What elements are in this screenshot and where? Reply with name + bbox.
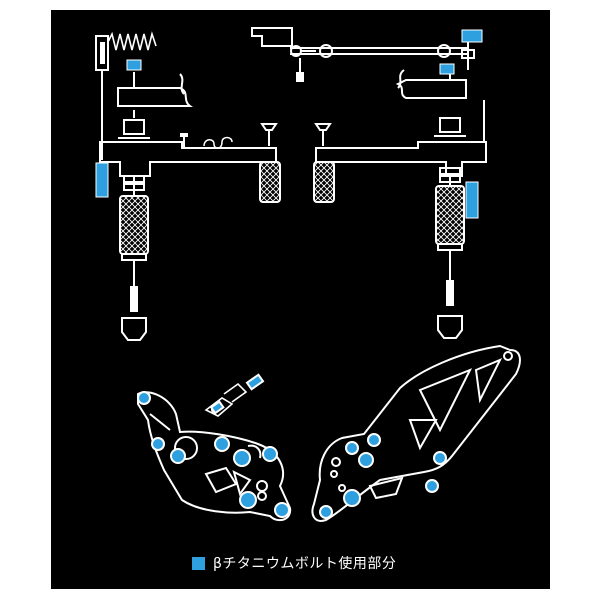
left-end-cap <box>121 317 147 341</box>
right-top-ti-bolt <box>461 29 483 43</box>
right-top-bracket <box>251 27 293 47</box>
left-upper-ti-bolt <box>126 59 142 71</box>
left-main-plate <box>99 141 277 177</box>
left-footpeg <box>119 195 149 255</box>
left-titanium-bolts <box>95 59 142 198</box>
left-long-ti-bolt <box>95 162 109 198</box>
left-exploded-assembly <box>95 31 281 341</box>
spring-icon <box>107 31 157 51</box>
legend: βチタニウムボルト使用部分 <box>192 552 396 574</box>
right-upper-ti-bolt <box>439 63 455 75</box>
left-brake-linkage <box>204 397 234 417</box>
left-heel-peg <box>259 161 281 203</box>
right-titanium-bolts <box>439 29 483 219</box>
right-main-plate <box>315 141 487 177</box>
left-set-plate <box>137 391 292 522</box>
legend-swatch <box>192 556 205 570</box>
right-assembled-set <box>311 344 521 522</box>
left-clip-icon <box>203 136 233 149</box>
left-spring-bracket <box>95 35 109 71</box>
right-exploded-assembly <box>251 27 487 339</box>
right-assembled-ti-bolts <box>319 433 447 519</box>
right-upper-bracket <box>395 79 467 99</box>
left-assembled-ti-bolts <box>137 373 290 518</box>
left-collar <box>123 119 145 135</box>
right-end-cap <box>437 315 463 339</box>
right-set-plate <box>311 344 521 522</box>
right-footpeg <box>435 185 465 245</box>
legend-label: βチタニウムボルト使用部分 <box>213 556 397 572</box>
left-upper-bracket <box>117 87 193 107</box>
right-heel-peg <box>313 161 335 203</box>
right-long-ti-bolt <box>465 181 479 219</box>
diagram-panel <box>51 10 550 589</box>
right-collar <box>439 117 461 133</box>
